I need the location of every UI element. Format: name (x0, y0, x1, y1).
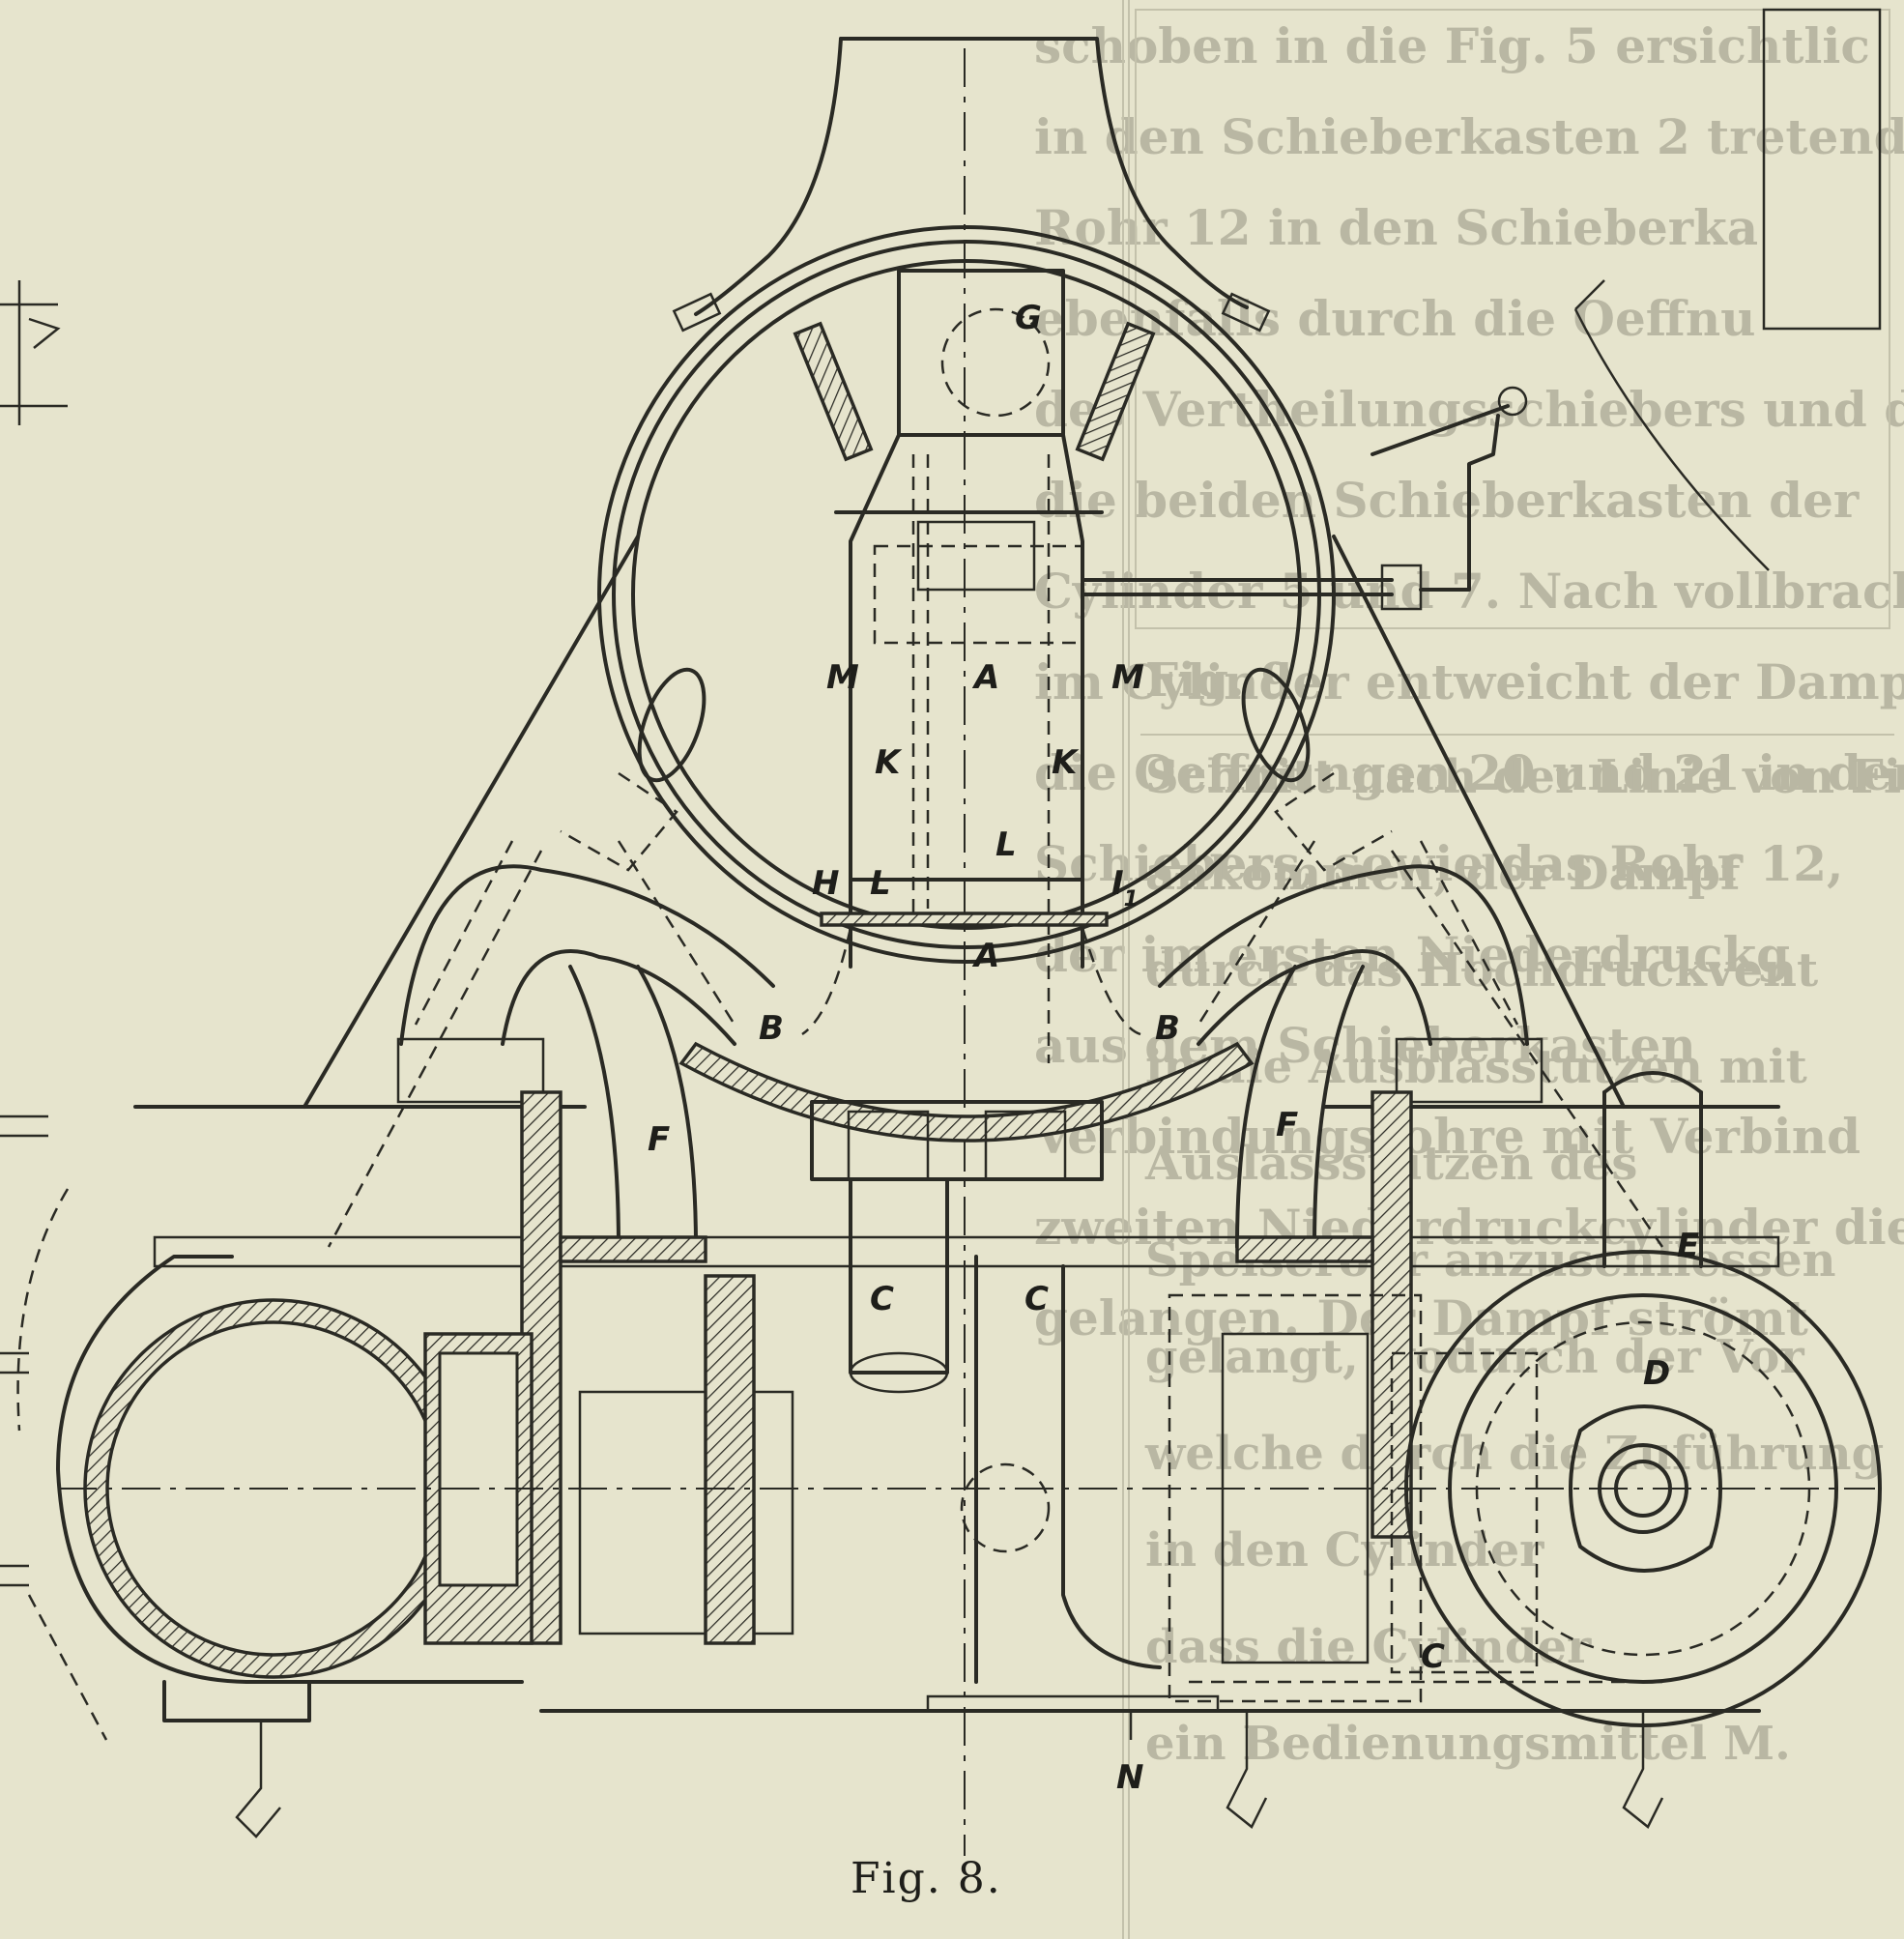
show-through-text-right: Fig. 9.Schnitt nach der Linie von Fig. 7… (1144, 653, 1904, 1771)
show-through-line: ein Bedienungsmittel M. (1145, 1717, 1791, 1771)
show-through-line: gelangt, wodurch der Vor (1145, 1330, 1804, 1384)
label-F-left: F (648, 1120, 670, 1159)
central-pipe (793, 269, 1528, 1063)
label-L-center: L (995, 825, 1017, 864)
label-A-lower: A (971, 937, 999, 975)
saddle-and-bowl (327, 840, 1664, 1248)
show-through-line: durch das Hochdruckvent (1145, 943, 1818, 998)
figure-caption: Fig. 8. (851, 1854, 1002, 1903)
show-through-line: Schnitt nach der Linie von Fig. 7 (1145, 750, 1904, 804)
show-through-line: welche durch die Zuführung (1144, 1427, 1884, 1481)
label-D: D (1643, 1354, 1670, 1393)
label-C-left: C (870, 1280, 894, 1318)
show-through-line: des Vertheilungsschiebers und das (1034, 381, 1904, 438)
label-H: H (812, 864, 839, 903)
label-I1: I1 (1111, 864, 1139, 912)
show-through-line: ankommen, der Dampf (1145, 847, 1744, 901)
label-B-right: B (1155, 1009, 1180, 1048)
label-M-left: M (826, 658, 859, 697)
left-margin-fragments (0, 280, 108, 1741)
show-through-line: die Oeffnungen 20 und 21 in der Gle (1034, 744, 1904, 801)
show-through-line: aus dem Schieberkasten (1034, 1017, 1696, 1074)
label-C-bottom: C (1421, 1637, 1445, 1676)
show-through-line: der im ersten Niederdruckg (1034, 926, 1790, 983)
show-through-line: in den Schieberkasten 2 tretende (1034, 108, 1904, 165)
show-through-text-center: schoben in die Fig. 5 ersichtlic in den S… (1033, 17, 1904, 1346)
label-M-right: M (1111, 658, 1144, 697)
side-lamps (560, 667, 1393, 872)
show-through-line: die beiden Schieberkasten der (1034, 472, 1860, 529)
part-labels: G A A M M K K L L H I1 B B F F C C C D E… (648, 299, 1699, 1797)
label-A-upper: A (971, 658, 999, 697)
left-cylinder (56, 1255, 1875, 1722)
label-N: N (1116, 1758, 1143, 1797)
show-through-line: Verbindungsrohre mit Verbind (1033, 1108, 1861, 1165)
show-through-line: in den Cylinder (1145, 1523, 1544, 1577)
side-pipes (396, 965, 1543, 1249)
right-margin-fragments (1573, 8, 1882, 571)
label-K-right: K (1052, 743, 1080, 782)
show-through-line: zweiten Niederdruckcylinder die (1034, 1199, 1904, 1256)
label-E: E (1677, 1227, 1699, 1265)
drain-cocks (235, 1711, 1664, 1838)
base-casting (153, 1090, 1780, 1713)
label-K-left: K (875, 743, 903, 782)
show-through-line: im Cylinder entweicht der Dampf d (1034, 653, 1904, 710)
top-column (694, 37, 1249, 316)
label-G: G (1015, 299, 1042, 337)
show-through-line: schoben in die Fig. 5 ersichtlic (1034, 17, 1870, 74)
label-L-left: L (870, 864, 891, 903)
label-B-left: B (759, 1009, 784, 1048)
label-C-right: C (1024, 1280, 1049, 1318)
label-F-right: F (1276, 1106, 1298, 1144)
